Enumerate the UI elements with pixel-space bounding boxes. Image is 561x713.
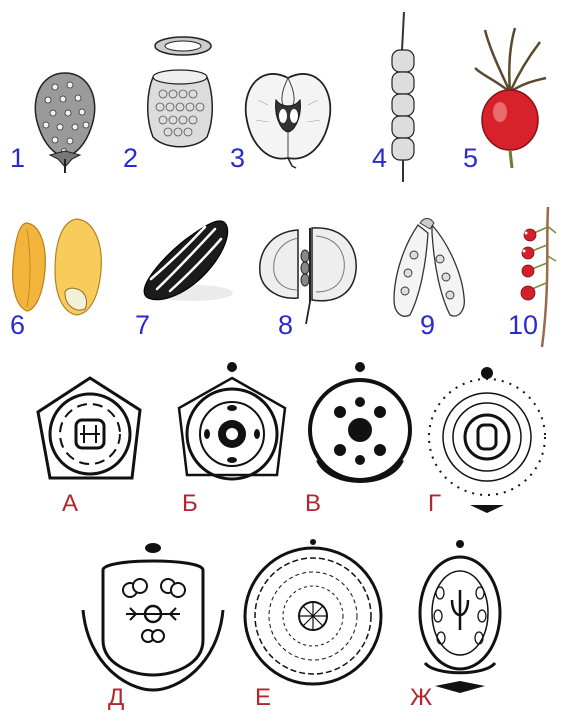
diagram-letter-label: Д xyxy=(108,686,124,710)
fruit-6 xyxy=(5,215,115,320)
diagram-d xyxy=(78,540,228,690)
diagram-letter-label: В xyxy=(305,492,321,516)
rose-hip-icon xyxy=(470,20,550,170)
flower-diagram-d-icon xyxy=(78,540,228,690)
fruit-number-label: 9 xyxy=(420,312,435,339)
fruit-number-label: 1 xyxy=(10,145,25,172)
lomentum-pod-icon xyxy=(382,10,422,185)
strawberry-icon xyxy=(20,55,110,175)
diagram-letter-label: Е xyxy=(255,686,271,710)
diagram-letter-label: А xyxy=(62,492,78,516)
fruit-7 xyxy=(135,215,235,310)
flower-diagram-e-icon xyxy=(238,538,388,688)
pyxis-capsule-icon xyxy=(135,32,225,157)
sunflower-seed-icon xyxy=(135,215,235,310)
diagram-letter-label: Ж xyxy=(410,686,432,710)
diagram-e xyxy=(238,538,388,688)
diagram-a xyxy=(28,370,153,495)
flower-diagram-v-icon xyxy=(300,360,420,500)
fruit-number-label: 6 xyxy=(10,312,25,339)
fruit-number-label: 10 xyxy=(508,312,538,339)
diagram-v xyxy=(300,360,420,500)
fruit-8 xyxy=(250,218,365,328)
silicle-icon xyxy=(250,218,365,328)
fruit-4 xyxy=(382,10,422,185)
wheat-grain-icon xyxy=(5,215,115,320)
fruit-1 xyxy=(20,55,110,175)
fruit-number-label: 5 xyxy=(463,145,478,172)
fruit-number-label: 4 xyxy=(372,145,387,172)
apple-section-icon xyxy=(238,60,338,170)
fruit-2 xyxy=(135,32,225,157)
flower-diagram-zh-icon xyxy=(405,538,515,698)
fruit-number-label: 2 xyxy=(123,145,138,172)
fruit-number-label: 3 xyxy=(230,145,245,172)
fruit-number-label: 8 xyxy=(278,312,293,339)
diagram-letter-label: Б xyxy=(182,492,198,516)
flower-diagram-b-icon xyxy=(165,360,300,495)
fruit-number-label: 7 xyxy=(135,312,150,339)
diagram-zh xyxy=(405,538,515,698)
diagram-letter-label: Г xyxy=(428,492,441,516)
fruit-5 xyxy=(470,20,550,170)
diagram-b xyxy=(165,360,300,495)
flower-diagram-a-icon xyxy=(28,370,153,495)
fruit-3 xyxy=(238,60,338,170)
